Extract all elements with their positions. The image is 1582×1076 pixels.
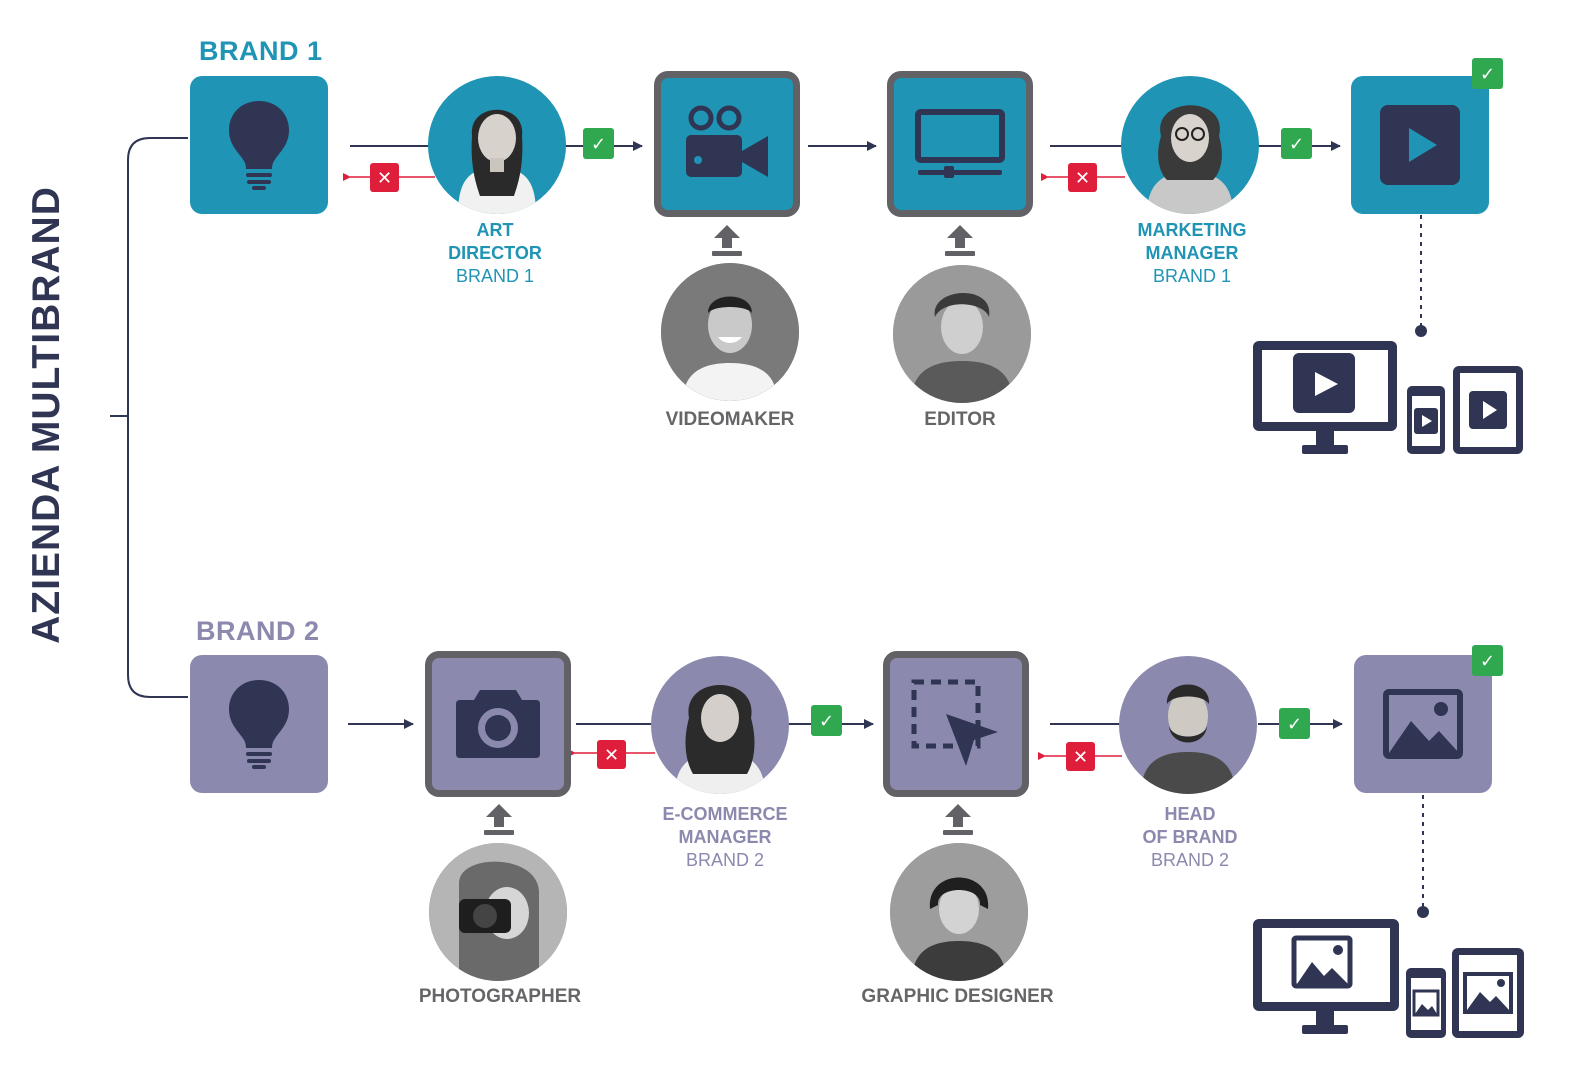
- upload-arrow-icon: [484, 804, 514, 835]
- video-camera-icon: [686, 105, 768, 177]
- selection-cursor-icon: [911, 679, 998, 766]
- final-video-tile: [1351, 76, 1489, 214]
- ecommerce-manager-brand: BRAND 2: [685, 850, 765, 870]
- art-director-label: ART DIRECTOR BRAND 1: [440, 219, 550, 288]
- company-title: AZIENDA MULTIBRAND: [25, 186, 68, 644]
- ecommerce-manager-line1: E-COMMERCE: [662, 804, 788, 824]
- approve-check-icon: ✓: [1472, 645, 1503, 676]
- x-symbol: ✕: [1072, 746, 1089, 767]
- video-editing-tile: [887, 71, 1033, 217]
- check-symbol: ✓: [590, 133, 607, 154]
- head-of-brand-avatar: [1119, 656, 1257, 794]
- videomaker-label: VIDEOMAKER: [665, 409, 795, 430]
- upload-arrow-icon: [945, 225, 975, 256]
- reject-x-icon: ✕: [1066, 742, 1095, 771]
- ecommerce-manager-avatar: [651, 656, 789, 794]
- upload-arrow-icon: [712, 225, 742, 256]
- monitor-icon: [915, 109, 1005, 178]
- lightbulb-icon: [229, 680, 289, 769]
- approve-check-icon: ✓: [1279, 708, 1310, 739]
- brand1-title: BRAND 1: [199, 36, 323, 66]
- graphic-designer-label: GRAPHIC DESIGNER: [861, 986, 1054, 1007]
- editor-avatar: [893, 265, 1031, 403]
- x-symbol: ✕: [376, 167, 393, 188]
- approve-check-icon: ✓: [811, 705, 842, 736]
- lightbulb-icon: [229, 101, 289, 190]
- head-of-brand-line2: OF BRAND: [1142, 827, 1238, 847]
- reject-x-icon: ✕: [597, 740, 626, 769]
- person-photo: [893, 265, 1031, 403]
- marketing-manager-line1: MARKETING: [1137, 220, 1247, 240]
- marketing-manager-line2: MANAGER: [1145, 243, 1239, 263]
- graphic-designer-avatar: [890, 843, 1028, 981]
- art-director-line1: ART: [476, 220, 514, 240]
- camera-icon: [456, 690, 540, 758]
- head-of-brand-brand: BRAND 2: [1150, 850, 1230, 870]
- final-image-tile: [1354, 655, 1492, 793]
- photo-production-tile: [425, 651, 571, 797]
- person-photo: [458, 109, 536, 214]
- check-symbol: ✓: [1479, 63, 1496, 84]
- approve-check-icon: ✓: [1472, 58, 1503, 89]
- brand1-idea-tile: [190, 76, 328, 214]
- marketing-manager-avatar: [1121, 76, 1259, 214]
- person-photo: [429, 843, 567, 981]
- reject-x-icon: ✕: [1068, 163, 1097, 192]
- brand2-title: BRAND 2: [196, 616, 320, 646]
- videomaker-avatar: [661, 263, 799, 401]
- check-symbol: ✓: [1286, 713, 1303, 734]
- video-production-tile: [654, 71, 800, 217]
- photographer-label: PHOTOGRAPHER: [418, 986, 582, 1007]
- video-devices-icon: [1253, 341, 1523, 454]
- play-icon: [1380, 105, 1460, 185]
- check-symbol: ✓: [1288, 133, 1305, 154]
- reject-x-icon: ✕: [370, 163, 399, 192]
- person-photo: [1141, 684, 1235, 794]
- image-icon: [1383, 689, 1463, 759]
- head-of-brand-line1: HEAD: [1164, 804, 1216, 824]
- photographer-avatar: [429, 843, 567, 981]
- editor-label: EDITOR: [924, 409, 996, 430]
- head-of-brand-label: HEAD OF BRAND BRAND 2: [1120, 803, 1260, 872]
- graphic-design-tile: [883, 651, 1029, 797]
- approve-check-icon: ✓: [1281, 128, 1312, 159]
- check-symbol: ✓: [818, 710, 835, 731]
- marketing-manager-brand: BRAND 1: [1152, 266, 1232, 286]
- art-director-line2: DIRECTOR: [448, 243, 542, 263]
- person-photo: [661, 263, 799, 401]
- art-director-brand: BRAND 1: [455, 266, 535, 286]
- art-director-avatar: [428, 76, 566, 214]
- person-photo: [675, 685, 765, 794]
- person-photo: [1147, 105, 1233, 214]
- image-devices-icon: [1253, 919, 1524, 1038]
- brand2-idea-tile: [190, 655, 328, 793]
- ecommerce-manager-line2: MANAGER: [678, 827, 772, 847]
- approve-check-icon: ✓: [583, 128, 614, 159]
- person-photo: [890, 843, 1028, 981]
- x-symbol: ✕: [1074, 167, 1091, 188]
- ecommerce-manager-label: E-COMMERCE MANAGER BRAND 2: [640, 803, 810, 872]
- marketing-manager-label: MARKETING MANAGER BRAND 1: [1122, 219, 1262, 288]
- x-symbol: ✕: [603, 744, 620, 765]
- upload-arrow-icon: [943, 804, 973, 835]
- check-symbol: ✓: [1479, 650, 1496, 671]
